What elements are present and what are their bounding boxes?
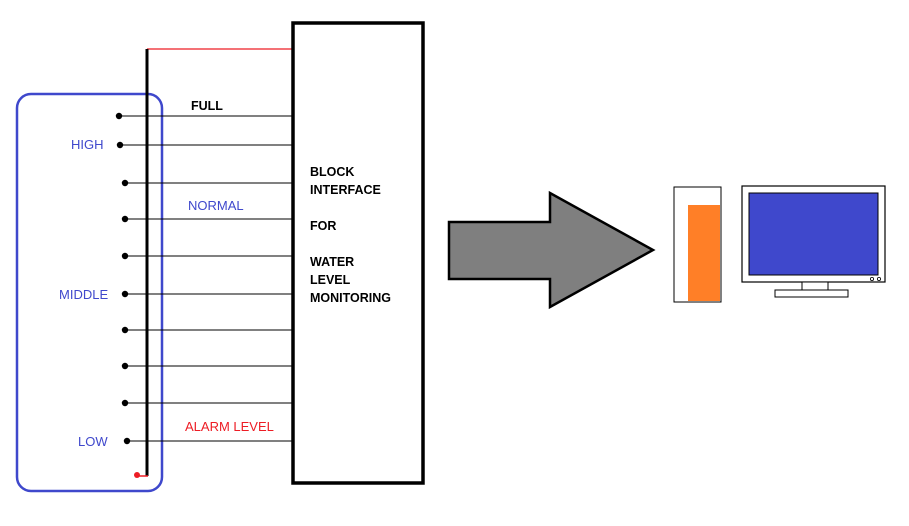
label-low: LOW <box>78 434 108 449</box>
block-text-line5: LEVEL <box>310 273 351 287</box>
monitor-button-2 <box>877 276 882 281</box>
probe-dot-7 <box>121 326 129 334</box>
ground-probe-dot <box>134 472 140 478</box>
probe-dot-low <box>123 437 131 445</box>
label-high: HIGH <box>71 137 104 152</box>
block-text-line4: WATER <box>310 255 354 269</box>
label-middle: MIDDLE <box>59 287 108 302</box>
block-text-line6: MONITORING <box>310 291 391 305</box>
label-alarm-level: ALARM LEVEL <box>185 419 274 434</box>
water-tank-outline <box>15 92 164 493</box>
right-arrow-icon <box>447 190 656 310</box>
probe-dot-normal <box>121 215 129 223</box>
probe-dot-8 <box>121 362 129 370</box>
interface-block <box>291 21 425 485</box>
probe-dot-5 <box>121 252 129 260</box>
block-text-line1: BLOCK <box>310 165 354 179</box>
monitor-neck <box>801 281 829 291</box>
block-text-line3: FOR <box>310 219 336 233</box>
monitor-button-1 <box>870 276 875 281</box>
probe-dot-3 <box>121 179 129 187</box>
monitor-base <box>774 289 849 298</box>
computer-tower-panel <box>688 205 720 301</box>
label-normal: NORMAL <box>188 198 244 213</box>
probe-dot-full <box>115 112 123 120</box>
block-text-line2: INTERFACE <box>310 183 381 197</box>
monitor-screen <box>748 192 879 276</box>
probe-dot-9 <box>121 399 129 407</box>
probe-dot-middle <box>121 290 129 298</box>
level-probe-wires <box>115 112 293 445</box>
desktop-computer-icon <box>673 185 886 303</box>
probe-dot-high <box>116 141 124 149</box>
label-full: FULL <box>191 99 223 113</box>
